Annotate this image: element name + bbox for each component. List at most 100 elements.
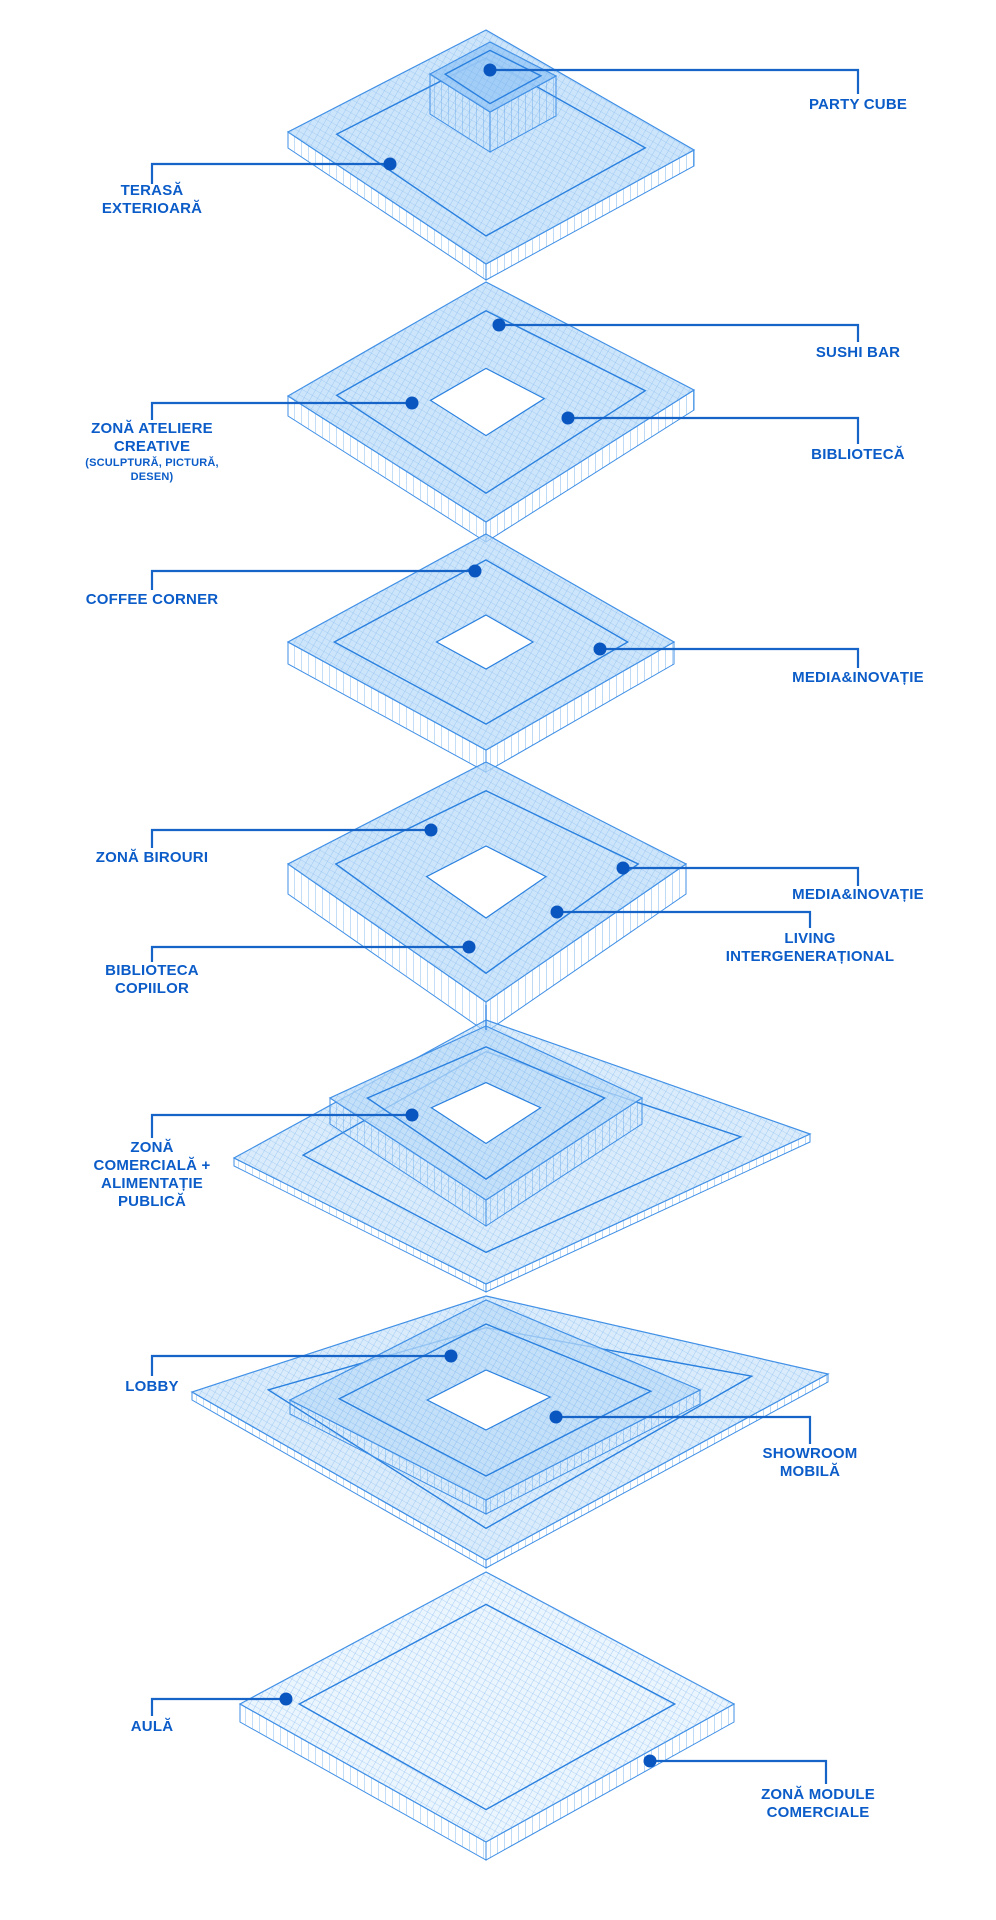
- leader-showroom-mobila: [549, 1410, 812, 1444]
- leader-aula: [150, 1692, 293, 1716]
- leader-line: [150, 828, 431, 848]
- marker-dot: [483, 63, 497, 77]
- label-line: SUSHI BAR: [815, 344, 901, 361]
- marker-dot: [550, 905, 564, 919]
- label-line: MOBILĂ: [779, 1463, 841, 1480]
- marker-dot: [405, 396, 419, 410]
- label-line: ALIMENTAȚIE: [101, 1175, 203, 1192]
- leader-line: [150, 1113, 412, 1138]
- floor-plate-level-1: [190, 1295, 830, 1569]
- marker-dot: [468, 564, 482, 578]
- label-coffee-corner: COFFEE CORNER: [86, 591, 219, 609]
- leader-terasa-exterioara: [150, 157, 397, 184]
- leader-biblioteca: [561, 411, 860, 444]
- label-line: ZONĂ ATELIERE: [91, 420, 213, 437]
- label-line: PUBLICĂ: [117, 1193, 187, 1210]
- leader-biblioteca-copiilor: [150, 940, 476, 962]
- leader-line: [499, 323, 860, 342]
- leader-line: [150, 945, 469, 962]
- floor-plate-level-4: [286, 533, 676, 773]
- label-line: AULĂ: [130, 1718, 174, 1735]
- label-line: ZONĂ MODULE: [761, 1786, 875, 1803]
- label-line: CREATIVE: [113, 438, 191, 455]
- marker-dot: [549, 1410, 563, 1424]
- leader-media-inovatie-1: [593, 642, 860, 668]
- leader-line: [150, 569, 475, 590]
- marker-dot: [462, 940, 476, 954]
- label-line: SHOWROOM: [762, 1445, 858, 1462]
- label-line: EXTERIOARĂ: [101, 200, 203, 217]
- marker-dot: [492, 318, 506, 332]
- label-subline: DESEN): [130, 471, 174, 483]
- leader-line: [600, 647, 860, 668]
- label-zona-birouri: ZONĂ BIROURI: [96, 849, 208, 867]
- label-line: BIBLIOTECĂ: [811, 446, 905, 463]
- label-line: TERASĂ: [120, 182, 184, 199]
- label-party-cube: PARTY CUBE: [809, 96, 907, 114]
- leader-zona-ateliere-creative: [150, 396, 419, 420]
- leader-line: [557, 910, 812, 928]
- leader-zona-module-comerciale: [643, 1754, 828, 1784]
- marker-dot: [383, 157, 397, 171]
- label-line: ZONĂ: [130, 1139, 174, 1156]
- marker-dot: [424, 823, 438, 837]
- label-aula: AULĂ: [131, 1718, 173, 1736]
- label-sushi-bar: SUSHI BAR: [816, 344, 900, 362]
- floor-plate-level-3: [286, 761, 688, 1033]
- leader-line: [623, 866, 860, 886]
- label-line: COPIILOR: [114, 980, 190, 997]
- label-line: MEDIA&INOVAȚIE: [792, 669, 924, 686]
- label-media-inovatie-2: MEDIA&INOVAȚIE: [792, 886, 924, 904]
- marker-dot: [593, 642, 607, 656]
- leader-sushi-bar: [492, 318, 860, 342]
- label-line: PARTY CUBE: [808, 96, 908, 113]
- label-line: COMERCIALĂ +: [93, 1157, 211, 1174]
- label-line: COFFEE CORNER: [85, 591, 219, 608]
- marker-dot: [643, 1754, 657, 1768]
- marker-dot: [279, 1692, 293, 1706]
- leader-zona-birouri: [150, 823, 438, 848]
- floor-plate-level-5: [286, 281, 696, 543]
- floor-plate-level-2: [232, 1019, 812, 1293]
- label-subline: (SCULPTURĂ, PICTURĂ,: [85, 457, 219, 469]
- leader-lobby: [150, 1349, 458, 1376]
- floor-plate-roof: [286, 29, 696, 281]
- marker-dot: [405, 1108, 419, 1122]
- leader-line: [568, 416, 860, 444]
- label-line: COMERCIALE: [766, 1804, 870, 1821]
- marker-dot: [561, 411, 575, 425]
- label-media-inovatie-1: MEDIA&INOVAȚIE: [792, 669, 924, 687]
- leader-line: [556, 1415, 812, 1444]
- marker-dot: [444, 1349, 458, 1363]
- leader-line: [150, 401, 412, 420]
- label-line: LOBBY: [125, 1378, 179, 1395]
- label-line: ZONĂ BIROURI: [95, 849, 209, 866]
- leader-coffee-corner: [150, 564, 482, 590]
- label-line: BIBLIOTECA: [105, 962, 199, 979]
- leader-living-intergenerational: [550, 905, 812, 928]
- leader-line: [150, 1697, 286, 1716]
- label-line: MEDIA&INOVAȚIE: [792, 886, 924, 903]
- leader-line: [490, 68, 860, 94]
- leader-line: [650, 1759, 828, 1784]
- leader-party-cube: [483, 63, 860, 94]
- leader-media-inovatie-2: [616, 861, 860, 886]
- leader-line: [150, 1354, 451, 1376]
- label-biblioteca: BIBLIOTECĂ: [811, 446, 905, 464]
- floor-plate-ground: [238, 1571, 736, 1861]
- marker-dot: [616, 861, 630, 875]
- label-line: INTERGENERAȚIONAL: [725, 948, 895, 965]
- label-lobby: LOBBY: [125, 1378, 179, 1396]
- leader-zona-comerciala: [150, 1108, 419, 1138]
- label-line: LIVING: [784, 930, 836, 947]
